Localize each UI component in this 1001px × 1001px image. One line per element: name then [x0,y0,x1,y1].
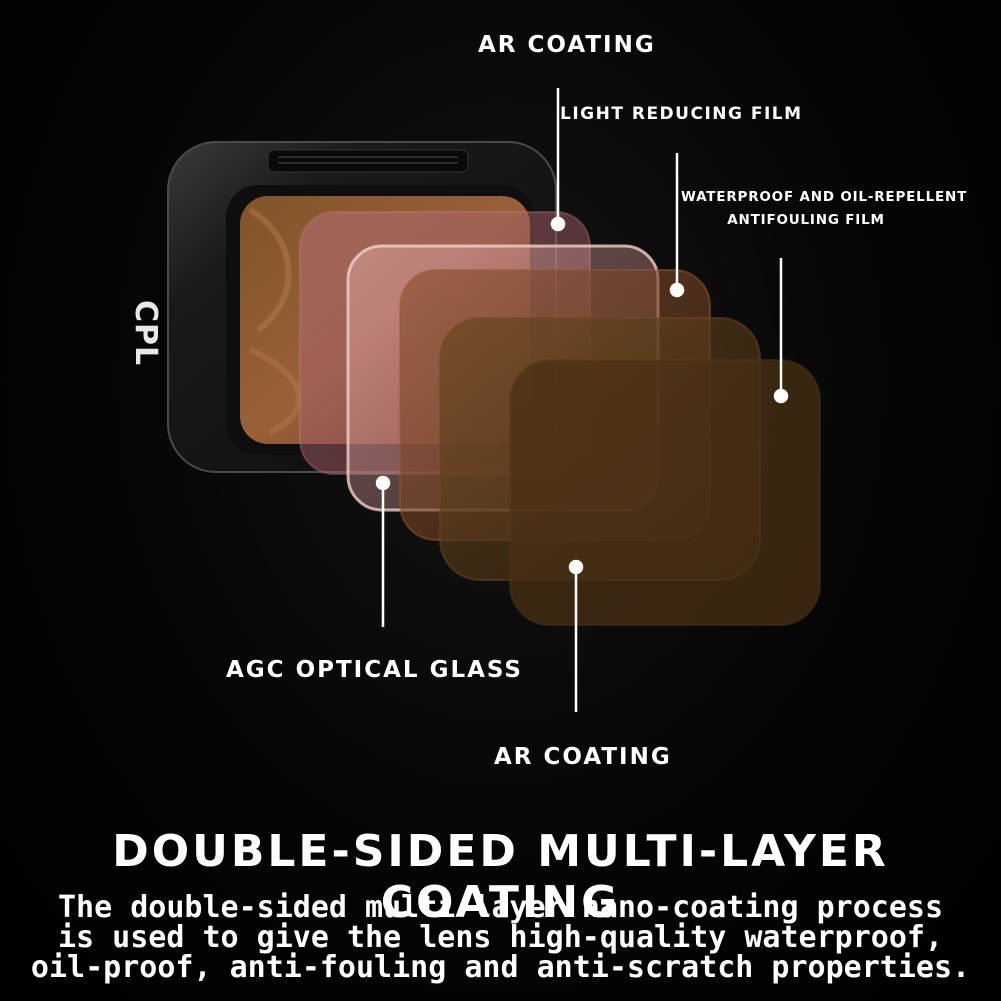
label-ar-coating-top: AR COATING [478,32,656,58]
label-waterproof-film: WATERPROOF AND OIL-REPELLENT ANTIFOULING… [681,186,968,232]
label-agc-optical-glass: AGC OPTICAL GLASS [226,657,523,683]
description: The double-sided multi-layer nano-coatin… [0,893,1001,983]
label-waterproof-line1: WATERPROOF AND OIL-REPELLENT [681,189,968,205]
description-line-3: oil-proof, anti-fouling and anti-scratch… [30,950,971,985]
cpl-badge: CPL [128,300,163,367]
callout-lines [375,88,789,712]
label-light-reducing-film: LIGHT REDUCING FILM [560,104,803,124]
description-line-2: is used to give the lens high-quality wa… [57,920,943,955]
label-ar-coating-bottom: AR COATING [494,744,672,770]
label-waterproof-line2: ANTIFOULING FILM [727,212,885,228]
headline: DOUBLE-SIDED MULTI-LAYER COATING [112,826,889,928]
back-film-layer [509,359,821,626]
description-line-1: The double-sided multi-layer nano-coatin… [57,890,943,925]
